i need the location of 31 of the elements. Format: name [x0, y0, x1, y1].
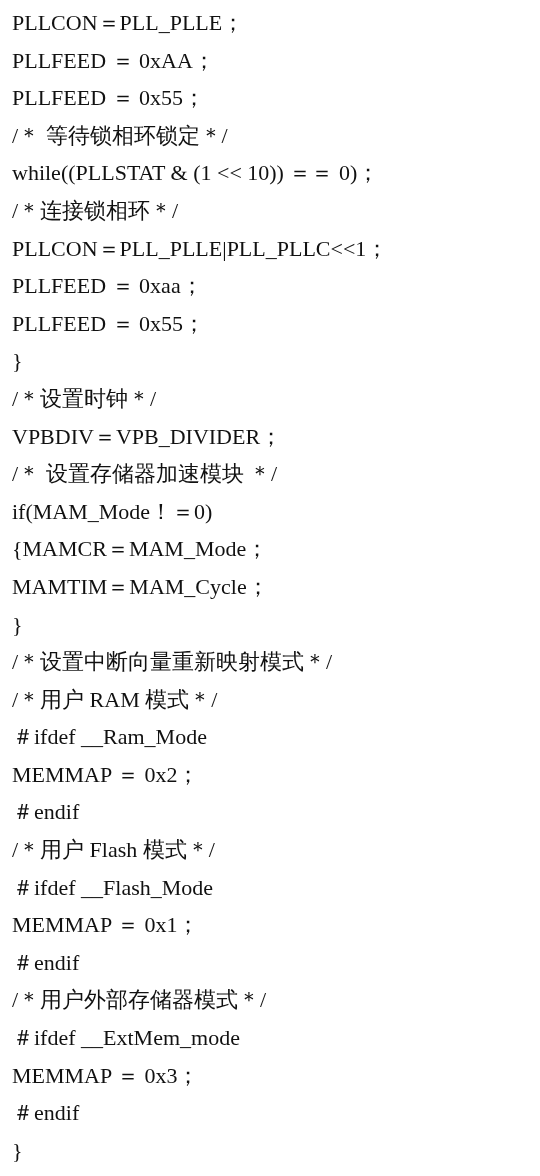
code-line: ＃endif: [12, 948, 80, 977]
code-line: MEMMAP ＝ 0x2；: [12, 760, 200, 789]
code-line: PLLFEED ＝ 0xaa；: [12, 272, 203, 301]
code-line: }: [12, 1136, 23, 1165]
code-line: /＊ 等待锁相环锁定＊/: [12, 121, 228, 150]
code-line: /＊连接锁相环＊/: [12, 196, 179, 225]
code-line: ＃ifdef __Flash_Mode: [12, 873, 214, 902]
code-line: MEMMAP ＝ 0x3；: [12, 1061, 200, 1090]
code-line: ＃ifdef __ExtMem_mode: [12, 1024, 240, 1053]
code-line: PLLFEED ＝ 0xAA；: [12, 46, 215, 75]
code-line: }: [12, 347, 23, 376]
code-line: MAMTIM＝MAM_Cycle；: [12, 572, 269, 601]
code-line: /＊ 设置存储器加速模块 ＊/: [12, 460, 278, 489]
code-line: PLLFEED ＝ 0x55；: [12, 309, 206, 338]
code-line: ＃ifdef __Ram_Mode: [12, 723, 207, 752]
code-line: /＊用户 RAM 模式＊/: [12, 685, 218, 714]
code-line: MEMMAP ＝ 0x1；: [12, 911, 200, 940]
code-line: PLLCON＝PLL_PLLE；: [12, 9, 245, 37]
code-line: {MAMCR＝MAM_Mode；: [12, 535, 269, 564]
code-line: /＊用户外部存储器模式＊/: [12, 986, 267, 1015]
code-line: /＊设置中断向量重新映射模式＊/: [12, 648, 333, 677]
code-line: /＊设置时钟＊/: [12, 384, 157, 413]
code-line: PLLCON＝PLL_PLLE|PLL_PLLC<<1；: [12, 234, 389, 263]
code-line: /＊用户 Flash 模式＊/: [12, 836, 215, 865]
code-line: while((PLLSTAT & (1 << 10)) ＝＝ 0)；: [12, 159, 380, 188]
code-line: PLLFEED ＝ 0x55；: [12, 84, 206, 113]
code-line: ＃endif: [12, 1099, 80, 1128]
code-line: ＃endif: [12, 798, 80, 827]
code-line: }: [12, 610, 23, 639]
code-line: VPBDIV＝VPB_DIVIDER；: [12, 422, 283, 451]
code-line: if(MAM_Mode！＝0): [12, 497, 213, 526]
